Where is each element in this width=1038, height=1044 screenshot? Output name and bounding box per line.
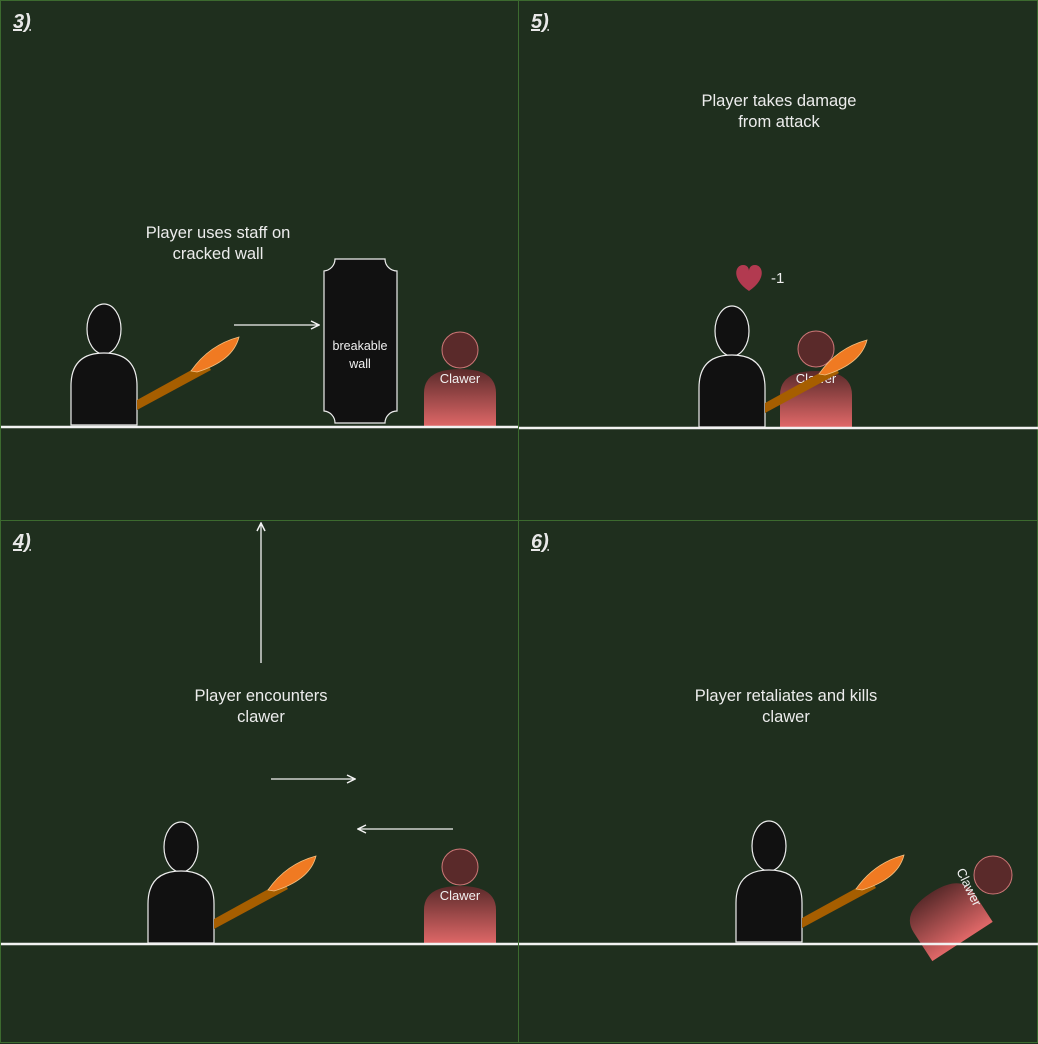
panel-caption: Player uses staff on cracked wall	[145, 224, 291, 263]
panel-caption: Player encounters clawer	[194, 687, 328, 726]
panel-number: 4)	[13, 531, 31, 553]
player-figure	[147, 821, 215, 944]
panel-caption: Player retaliates and kills clawer	[694, 687, 878, 726]
panel-number: 5)	[531, 11, 549, 33]
panel-caption: Player takes damage from attack	[701, 92, 857, 131]
staff	[765, 339, 868, 413]
panel-number: 3)	[13, 11, 31, 33]
player-figure	[698, 305, 766, 428]
scene: breakable wall Clawer	[1, 258, 520, 429]
player-figure	[735, 820, 803, 943]
panel-5: 5) Player takes damage from attack -1 Cl…	[518, 0, 1038, 521]
staff	[214, 855, 317, 929]
player-figure	[70, 303, 138, 426]
enemy-label: Clawer	[440, 888, 481, 903]
clawer-head	[973, 855, 1013, 895]
panel-number: 6)	[531, 531, 549, 553]
panel-4: 4) Player encounters clawer Clawer	[0, 520, 520, 1043]
wall-label-line2: wall	[348, 357, 371, 371]
scene: Clawer	[1, 521, 520, 946]
enemy-label: Clawer	[440, 371, 481, 386]
clawer-enemy: Clawer	[424, 848, 496, 944]
staff	[137, 336, 240, 410]
wall-label-line1: breakable	[333, 339, 388, 353]
heart-icon	[736, 265, 762, 291]
panel-6: 6) Player retaliates and kills clawer Cl…	[518, 520, 1038, 1043]
clawer-enemy: Clawer	[424, 331, 496, 427]
staff	[802, 854, 905, 928]
damage-text: -1	[771, 270, 784, 287]
clawer-enemy	[909, 883, 993, 962]
scene: -1 Clawer	[519, 265, 1038, 430]
scene: Clawer	[519, 820, 1038, 962]
breakable-wall: breakable wall	[323, 258, 398, 424]
panel-3: 3) Player uses staff on cracked wall bre…	[0, 0, 520, 521]
